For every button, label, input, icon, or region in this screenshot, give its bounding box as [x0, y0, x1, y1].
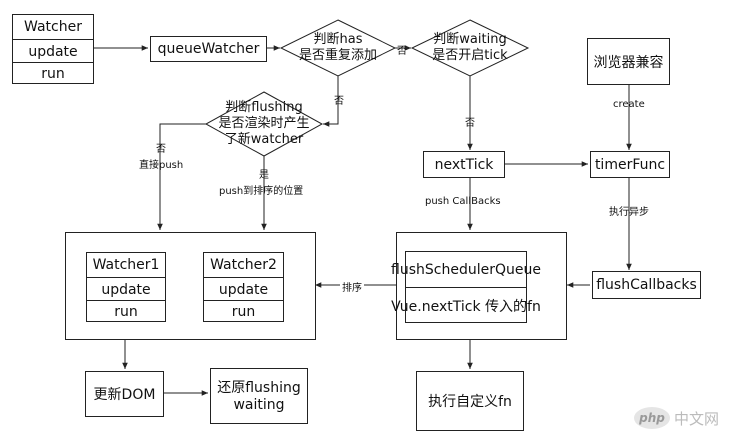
diamond-has-line2: 是否重复添加 — [298, 48, 377, 63]
watermark-text: 中文网 — [674, 410, 720, 428]
watcher1-title: Watcher1 — [92, 257, 160, 273]
label-async-exec: 执行异步 — [609, 207, 649, 218]
diamond-waiting-line2: 是否开启tick — [432, 48, 508, 63]
diamond-flushing-line3: 了新watcher — [224, 132, 304, 147]
diamond-flushing-line2: 是否渲染时产生 — [218, 116, 310, 131]
flush-scheduler-queue-item: flushSchedulerQueue — [391, 261, 541, 278]
watcher1-run: run — [87, 300, 165, 323]
php-logo-icon: php — [634, 407, 670, 429]
watcher-box: Watcher update run — [12, 14, 94, 84]
vue-next-tick-fn-item: Vue.nextTick 传入的fn — [391, 287, 541, 324]
watcher1-box: Watcher1 update run — [86, 252, 166, 322]
label-create: create — [613, 99, 645, 110]
diamond-waiting-text: 判断waiting 是否开启tick — [414, 32, 526, 64]
restore-text: 还原flushing waiting — [211, 380, 307, 414]
timer-func-box: timerFunc — [590, 151, 670, 178]
watcher2-title: Watcher2 — [210, 257, 277, 273]
edge-flushing-no-push — [157, 123, 206, 230]
label-has-no-down: 否 — [334, 96, 344, 107]
queue-watcher-box: queueWatcher — [150, 36, 267, 62]
next-tick-box: nextTick — [423, 151, 505, 178]
watcher-update: update — [13, 39, 93, 63]
diamond-flushing-line1: 判断flushing — [225, 100, 303, 115]
browser-compat-box: 浏览器兼容 — [587, 38, 670, 85]
watcher-title: Watcher — [24, 19, 82, 35]
restore-line2: waiting — [233, 397, 285, 413]
callbacks-list: flushSchedulerQueue Vue.nextTick 传入的fn — [391, 251, 541, 324]
label-direct-push: 直接push — [139, 160, 184, 171]
label-push-callbacks: push CallBacks — [425, 196, 501, 207]
watcher2-run: run — [204, 300, 283, 323]
update-dom-box: 更新DOM — [85, 371, 164, 417]
label-waiting-no: 否 — [465, 118, 475, 129]
flush-callbacks-box: flushCallbacks — [592, 271, 701, 299]
label-has-no: 否 — [397, 46, 407, 57]
restore-box: 还原flushing waiting — [210, 368, 308, 424]
watcher1-update: update — [87, 277, 165, 301]
label-flushing-yes: 是 — [259, 170, 269, 181]
exec-custom-fn-box: 执行自定义fn — [416, 371, 524, 431]
label-flushing-no: 否 — [156, 144, 166, 155]
diamond-waiting-line1: 判断waiting — [433, 32, 507, 47]
watcher2-box: Watcher2 update run — [203, 252, 284, 322]
diamond-has-text: 判断has 是否重复添加 — [288, 32, 388, 64]
label-sort: 排序 — [340, 279, 364, 294]
edge-has-to-flushing — [323, 76, 339, 127]
restore-line1: 还原flushing — [217, 380, 301, 396]
watcher2-update: update — [204, 277, 283, 301]
label-push-by-order: push到排序的位置 — [219, 186, 304, 197]
diamond-flushing-text: 判断flushing 是否渲染时产生 了新watcher — [206, 100, 322, 148]
diamond-has-line1: 判断has — [313, 32, 363, 47]
watcher-run: run — [13, 62, 93, 85]
